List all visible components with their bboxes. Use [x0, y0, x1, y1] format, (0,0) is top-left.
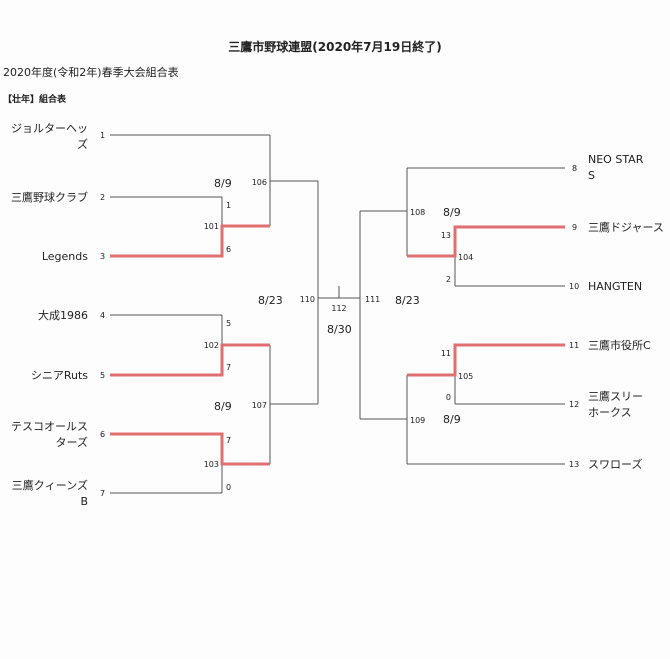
score-102-bottom: 7 — [226, 363, 231, 372]
seed-number-1: 1 — [100, 131, 105, 140]
team-name-9: 三鷹ドジャース — [588, 220, 664, 234]
date-left-top: 8/9 — [214, 177, 232, 190]
score-104-bottom: 2 — [446, 275, 451, 284]
team-name-2: 三鷹野球クラブ — [11, 190, 88, 204]
team-name-6a: テスコオールス — [11, 420, 88, 433]
match-number-111: 111 — [365, 295, 380, 304]
seed-number-6: 6 — [100, 430, 105, 439]
seed-number-8: 8 — [572, 164, 577, 173]
match-number-103: 103 — [204, 460, 219, 469]
match-number-108: 108 — [410, 208, 425, 217]
match-number-106: 106 — [252, 178, 267, 187]
win-path-9 — [407, 225, 565, 258]
match-number-107: 107 — [252, 401, 267, 410]
team-name-6b: ターズ — [56, 435, 88, 449]
win-path-6 — [110, 432, 270, 466]
score-105-bottom: 0 — [446, 393, 451, 402]
section-label: 【壮年】組合表 — [3, 95, 67, 105]
team-name-5: シニアRuts — [31, 369, 88, 382]
team-name-3: Legends — [42, 250, 88, 263]
team-name-13: スワローズ — [588, 457, 642, 471]
match-number-109: 109 — [410, 416, 425, 425]
seed-number-7: 7 — [100, 489, 105, 498]
win-path-5 — [110, 343, 270, 377]
score-104-top: 13 — [441, 231, 451, 240]
team-name-7b: B — [80, 495, 88, 508]
team-name-1b: ズ — [77, 137, 88, 151]
team-name-12b: ホークス — [588, 406, 632, 419]
win-path-11 — [407, 343, 565, 377]
seed-number-11: 11 — [569, 341, 579, 350]
date-right-top: 8/9 — [443, 206, 461, 219]
score-102-top: 5 — [226, 319, 231, 328]
date-final: 8/30 — [327, 323, 352, 336]
seed-number-10: 10 — [569, 282, 579, 291]
team-name-1a: ジョルターヘッ — [11, 122, 88, 135]
seed-number-3: 3 — [100, 252, 105, 261]
score-103-bottom: 0 — [226, 483, 231, 492]
seed-number-13: 13 — [569, 460, 579, 469]
date-left-bottom: 8/9 — [214, 400, 232, 413]
match-number-110: 110 — [300, 295, 315, 304]
score-101-bottom: 6 — [226, 245, 231, 254]
date-left-semi: 8/23 — [258, 294, 283, 307]
seed-number-12: 12 — [569, 400, 579, 409]
match-number-112: 112 — [331, 304, 346, 313]
team-name-8b: S — [588, 169, 595, 182]
match-number-102: 102 — [204, 341, 219, 350]
match-number-101: 101 — [204, 222, 219, 231]
score-101-top: 1 — [226, 201, 231, 210]
team-name-10: HANGTEN — [588, 280, 642, 293]
page-title: 三鷹市野球連盟(2020年7月19日終了) — [228, 40, 442, 54]
seed-number-2: 2 — [100, 193, 105, 202]
score-103-top: 7 — [226, 436, 231, 445]
tournament-subtitle: 2020年度(令和2年)春季大会組合表 — [3, 66, 179, 79]
match-number-104: 104 — [458, 253, 473, 262]
date-right-bottom: 8/9 — [443, 413, 461, 426]
team-name-11: 三鷹市役所C — [588, 338, 651, 352]
date-right-semi: 8/23 — [395, 294, 420, 307]
seed-number-5: 5 — [100, 371, 105, 380]
seed-number-4: 4 — [100, 311, 105, 320]
seed-number-9: 9 — [572, 223, 577, 232]
score-105-top: 11 — [441, 349, 451, 358]
team-name-12a: 三鷹スリー — [588, 389, 643, 403]
team-name-4: 大成1986 — [38, 308, 88, 322]
match-number-105: 105 — [458, 372, 473, 381]
team-name-7a: 三鷹クィーンズ — [12, 478, 88, 492]
team-name-8a: NEO STAR — [588, 153, 644, 166]
win-path-3 — [110, 224, 270, 258]
